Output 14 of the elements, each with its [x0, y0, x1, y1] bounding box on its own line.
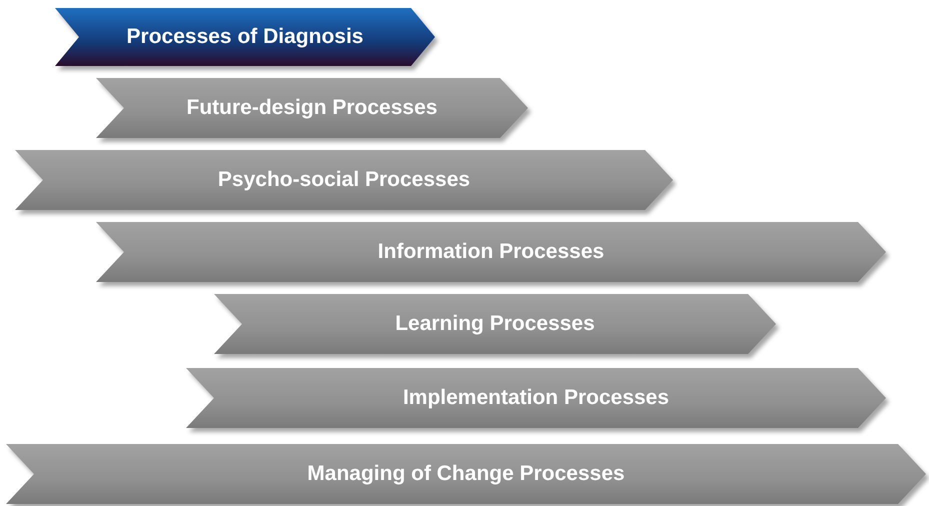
process-banner: [186, 368, 886, 428]
process-label: Information Processes: [378, 240, 604, 264]
process-label: Processes of Diagnosis: [126, 25, 364, 49]
process-label: Implementation Processes: [402, 386, 670, 410]
process-banner: [15, 150, 673, 210]
process-banner: [55, 8, 435, 66]
process-banner: [96, 222, 886, 282]
process-label: Future-design Processes: [186, 96, 438, 120]
process-label: Managing of Change Processes: [307, 462, 625, 486]
process-label: Learning Processes: [395, 312, 595, 336]
process-label: Psycho-social Processes: [218, 168, 470, 192]
process-banner: [214, 294, 776, 354]
process-banner: [6, 444, 926, 504]
process-banner: [96, 78, 528, 138]
